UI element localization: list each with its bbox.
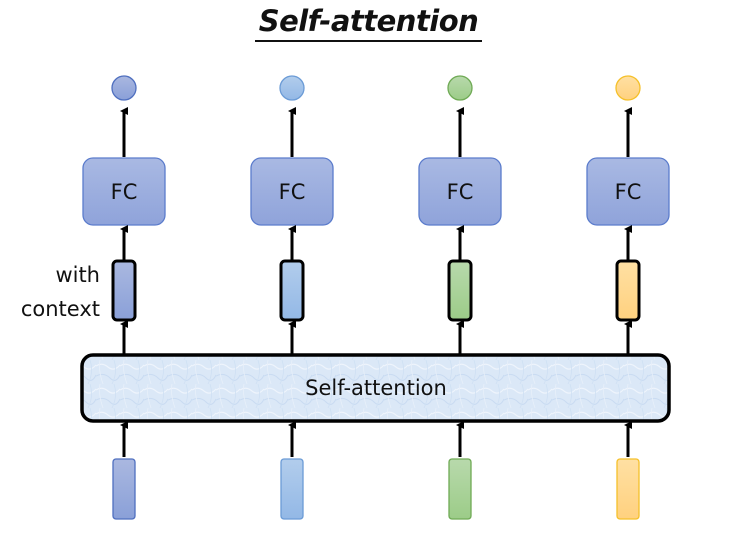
output-node [279, 75, 305, 101]
column-2: FC [250, 75, 334, 520]
context-vector [615, 259, 641, 322]
context-vector [111, 259, 137, 322]
column-4: FC [586, 75, 670, 520]
context-label: context [21, 297, 100, 321]
column-1: FC [82, 75, 166, 520]
context-vector [279, 259, 305, 322]
fc-label: FC [111, 180, 138, 204]
input-vector [616, 458, 640, 520]
fc-label: FC [615, 180, 642, 204]
self-attention-label: Self-attention [305, 376, 447, 400]
column-3: FC [418, 75, 502, 520]
fc-label: FC [279, 180, 306, 204]
input-vector [280, 458, 304, 520]
self-attention-block: Self-attention [80, 353, 671, 423]
diagram-title: Self-attention [0, 4, 737, 42]
context-vector [447, 259, 473, 322]
self-attention-box [80, 353, 671, 423]
input-vector [448, 458, 472, 520]
fc-label: FC [447, 180, 474, 204]
output-node [615, 75, 641, 101]
input-vector [112, 458, 136, 520]
output-node [447, 75, 473, 101]
title-text: Self-attention [254, 4, 483, 42]
output-node [111, 75, 137, 101]
with-label: with [55, 263, 100, 287]
